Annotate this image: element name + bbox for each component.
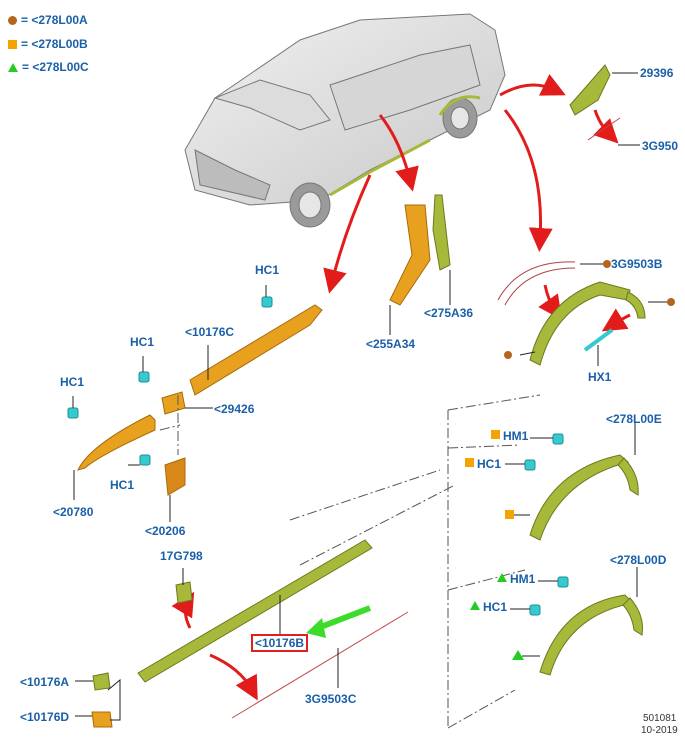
diagram-date: 10-2019 — [641, 725, 678, 736]
square-marker-icon — [8, 40, 17, 49]
label-hc1-left[interactable]: HC1 — [60, 375, 85, 389]
label-hc1-a[interactable]: HC1 — [477, 457, 502, 471]
label-hc1-b[interactable]: HC1 — [483, 600, 508, 614]
label-29426[interactable]: <29426 — [214, 402, 255, 416]
part-29396 — [569, 64, 621, 141]
label-hc1-top[interactable]: HC1 — [255, 263, 280, 277]
sill-moulding — [91, 539, 409, 728]
label-10176c[interactable]: <10176C — [185, 325, 235, 339]
label-20780[interactable]: <20780 — [53, 505, 94, 519]
highlight-arrow — [306, 605, 372, 638]
label-hc1-mid[interactable]: HC1 — [130, 335, 155, 349]
label-hx1[interactable]: HX1 — [588, 370, 612, 384]
label-10176a[interactable]: <10176A — [20, 675, 70, 689]
front-wheel-arches — [529, 454, 643, 676]
circle-marker-icon — [8, 16, 17, 25]
legend-item-278l00b: = <278L00B — [8, 37, 88, 51]
label-3g9503c[interactable]: 3G9503C — [305, 692, 357, 706]
label-255a34[interactable]: <255A34 — [366, 337, 416, 351]
rear-wheel-arch — [497, 261, 646, 366]
label-20206[interactable]: <20206 — [145, 524, 186, 538]
label-10176b[interactable]: <10176B — [251, 634, 309, 652]
label-17g798[interactable]: 17G798 — [160, 549, 203, 563]
label-29396[interactable]: 29396 — [640, 66, 674, 80]
leader-lines — [72, 72, 668, 721]
pillar-trims — [389, 194, 451, 306]
callout-arrows — [171, 73, 631, 701]
diagram-code: 501081 — [643, 713, 677, 724]
legend-item-278l00c: = <278L00C — [8, 60, 89, 74]
label-278l00e[interactable]: <278L00E — [606, 412, 662, 426]
label-hc1-low[interactable]: HC1 — [110, 478, 135, 492]
legend-item-278l00a: = <278L00A — [8, 13, 88, 27]
label-hm1-a[interactable]: HM1 — [503, 429, 529, 443]
label-3g950[interactable]: 3G950 — [642, 139, 679, 153]
construction-lines — [159, 394, 541, 729]
door-mouldings — [77, 304, 323, 496]
clips — [67, 296, 569, 616]
label-275a36[interactable]: <275A36 — [424, 306, 474, 320]
triangle-marker-icon — [8, 63, 18, 72]
option-markers — [465, 260, 675, 660]
van-illustration — [184, 13, 506, 228]
label-278l00d[interactable]: <278L00D — [610, 553, 667, 567]
label-3g9503b[interactable]: 3G9503B — [611, 257, 663, 271]
highlighted-part-number: <10176B — [251, 634, 309, 652]
label-hm1-b[interactable]: HM1 — [510, 572, 536, 586]
label-10176d[interactable]: <10176D — [20, 710, 70, 724]
